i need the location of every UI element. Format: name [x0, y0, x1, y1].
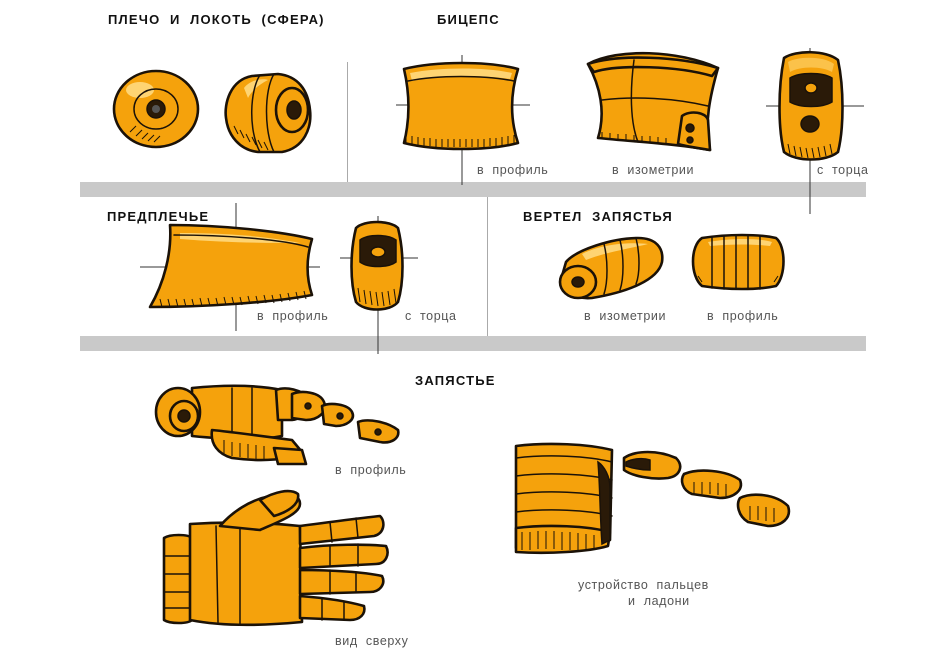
divider-band-middle: [80, 336, 866, 351]
shoulder-sphere-front-drawing: [112, 69, 200, 149]
forearm-end-drawing: [340, 216, 418, 354]
wrist-swivel-caption-isometric: в изометрии: [584, 309, 667, 323]
hand-profile-drawing: [154, 384, 400, 466]
wrist-title: ЗАПЯСТЬЕ: [415, 373, 496, 388]
elbow-sphere-side-drawing: [224, 72, 312, 154]
finger-palm-device-drawing: [514, 442, 791, 555]
biceps-caption-isometric: в изометрии: [612, 163, 695, 177]
biceps-end-drawing: [766, 48, 864, 214]
shoulder-title: ПЛЕЧО И ЛОКОТЬ (СФЕРА): [108, 12, 325, 27]
wrist-caption-profile: в профиль: [335, 463, 407, 477]
biceps-isometric-drawing: [586, 51, 720, 152]
wrist-swivel-title: ВЕРТЕЛ ЗАПЯСТЬЯ: [523, 209, 673, 224]
wrist-swivel-caption-profile: в профиль: [707, 309, 779, 323]
forearm-title: ПРЕДПЛЕЧЬЕ: [107, 209, 210, 224]
separator-line-top: [347, 62, 348, 182]
hand-top-view-drawing: [162, 489, 389, 627]
forearm-caption-end: с торца: [405, 309, 457, 323]
forearm-profile-drawing: [140, 203, 320, 331]
biceps-title: БИЦЕПС: [437, 12, 500, 27]
divider-band-top: [80, 182, 866, 197]
wrist-caption-top-view: вид сверху: [335, 634, 409, 648]
biceps-caption-profile: в профиль: [477, 163, 549, 177]
wrist-swivel-profile-drawing: [691, 233, 785, 291]
separator-line-middle: [487, 197, 488, 336]
wrist-caption-fingers-line2: и ладони: [628, 594, 690, 608]
biceps-profile-drawing: [396, 55, 530, 185]
forearm-caption-profile: в профиль: [257, 309, 329, 323]
wrist-swivel-isometric-drawing: [558, 236, 664, 300]
biceps-caption-end: с торца: [817, 163, 869, 177]
wrist-caption-fingers-line1: устройство пальцев: [578, 578, 709, 592]
